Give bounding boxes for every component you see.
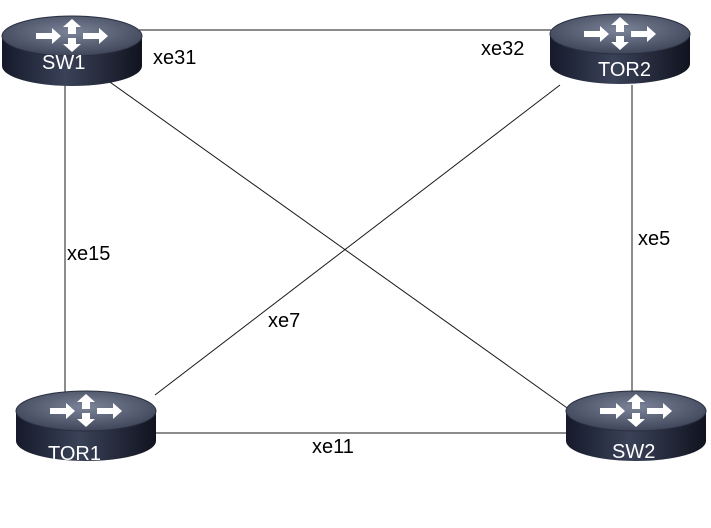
device-label-tor1: TOR1 (48, 443, 101, 465)
device-tor2[interactable]: TOR2 (549, 13, 691, 85)
router-icon (1, 15, 143, 87)
link-label-xe11: xe11 (312, 436, 354, 458)
link-label-xe31: xe31 (153, 47, 196, 69)
link-tor2-tor1 (154, 84, 561, 396)
port-labels-layer: xe31 xe32 xe15 xe7 xe5 xe11 (67, 38, 670, 458)
device-label-tor2: TOR2 (598, 59, 651, 81)
link-sw1-sw2 (99, 74, 571, 411)
device-tor1[interactable]: TOR1 (15, 390, 157, 465)
links-layer (64, 29, 633, 434)
link-label-xe15: xe15 (67, 243, 110, 265)
device-sw1[interactable]: SW1 (1, 15, 143, 87)
link-label-xe5: xe5 (638, 228, 670, 250)
device-label-sw2: SW2 (612, 441, 655, 463)
link-label-xe32: xe32 (481, 38, 524, 60)
link-label-xe7: xe7 (268, 310, 300, 332)
device-sw2[interactable]: SW2 (565, 390, 707, 463)
device-label-sw1: SW1 (42, 52, 85, 74)
